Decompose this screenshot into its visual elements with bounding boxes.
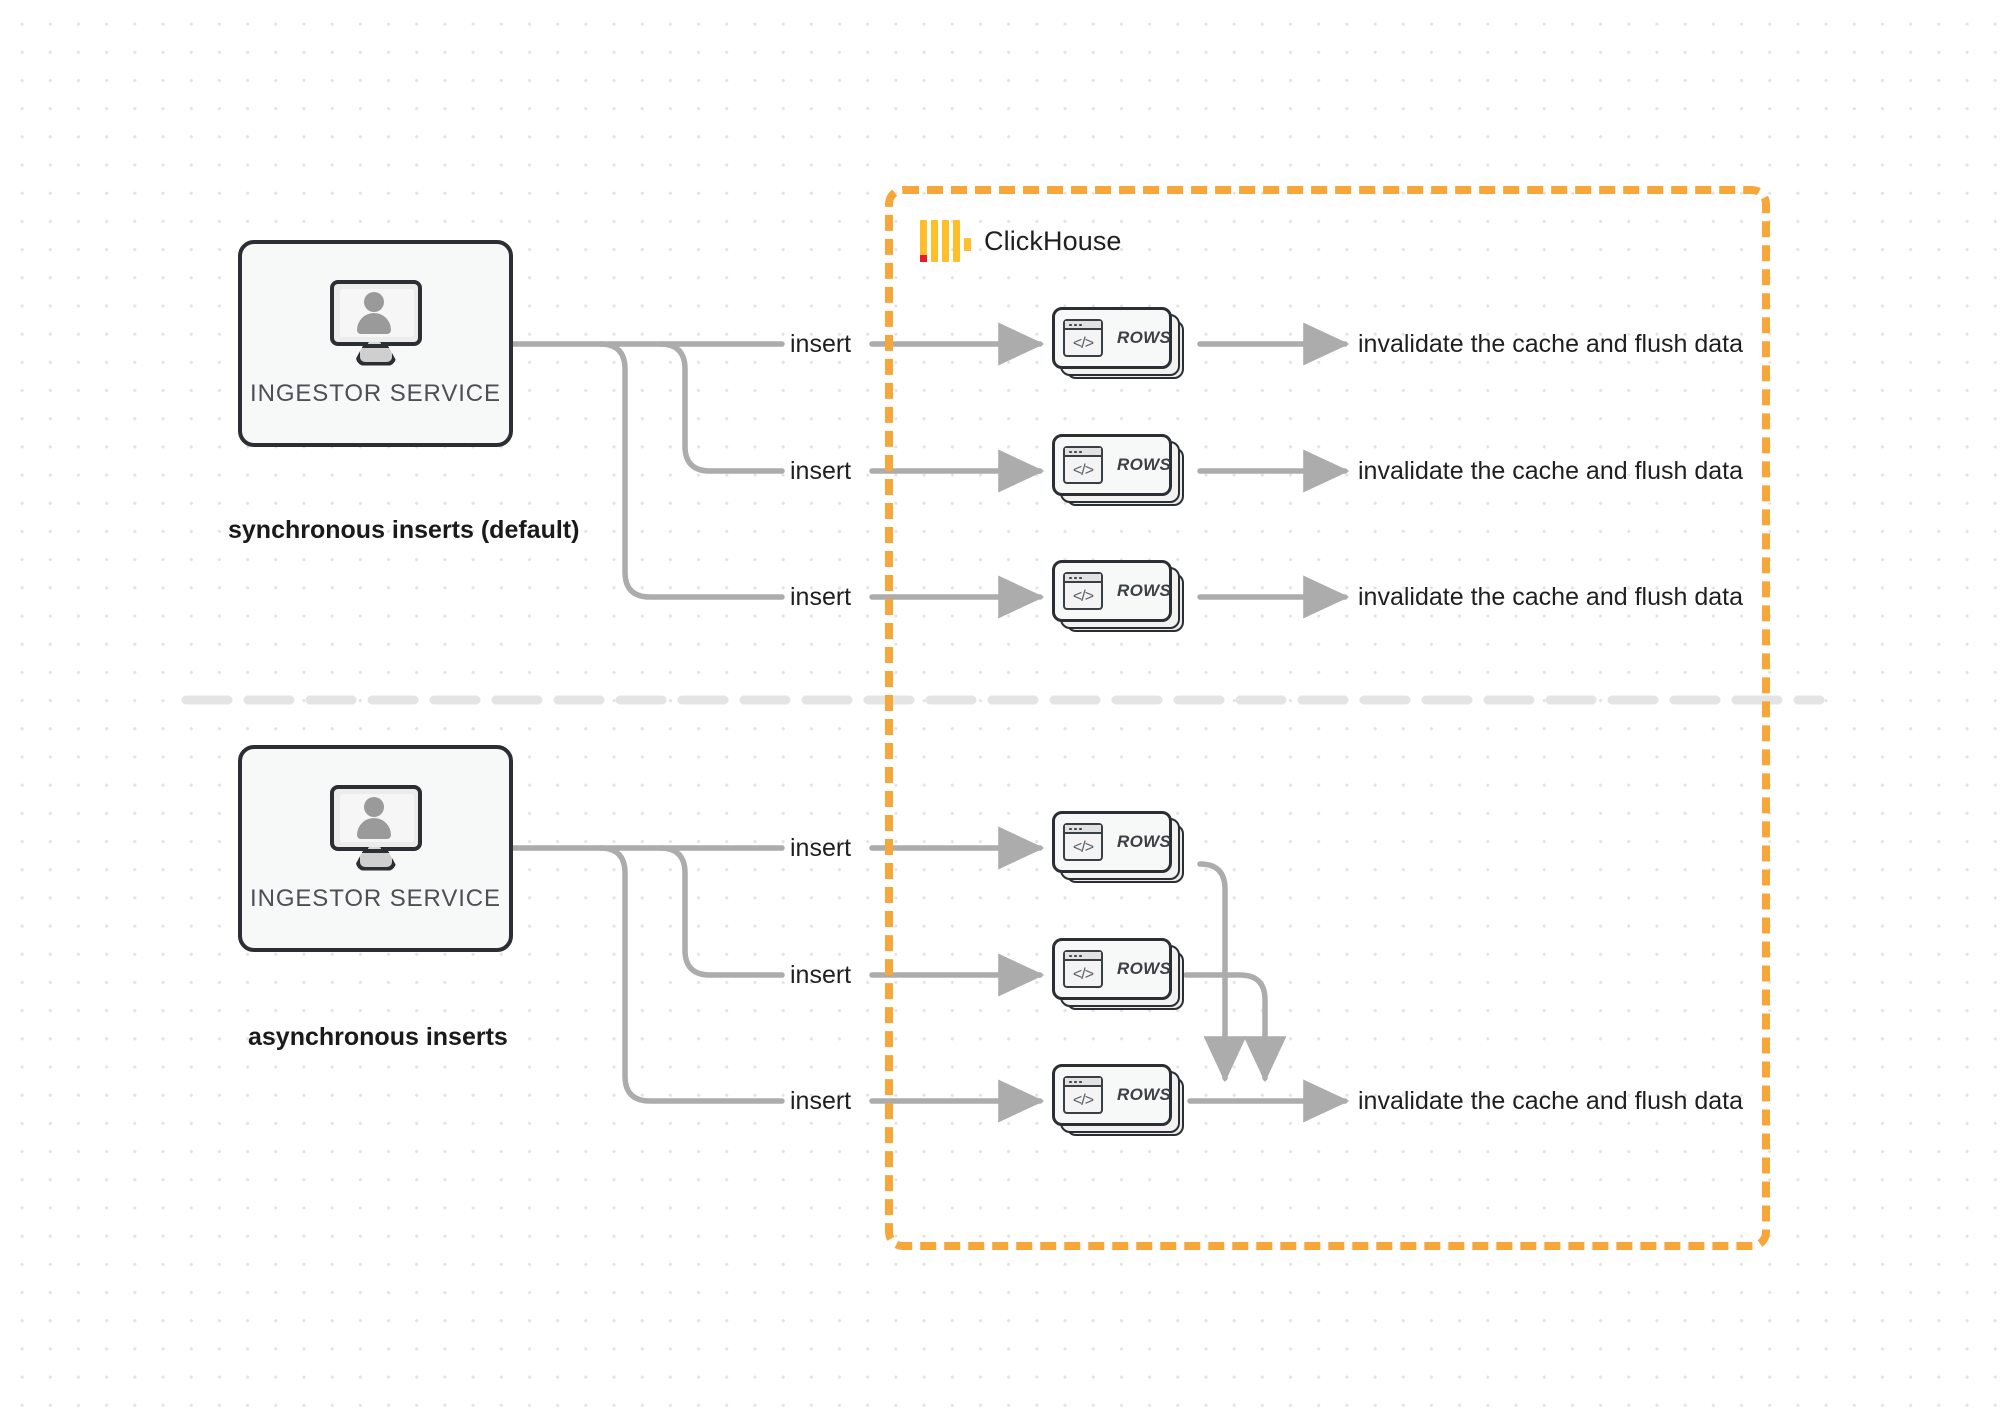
insert-label-async-3: insert bbox=[790, 1087, 852, 1115]
rows-card-sync-1[interactable]: </> ROWS bbox=[1052, 307, 1186, 381]
code-window-icon: </> bbox=[1063, 950, 1103, 988]
rows-card-label: ROWS bbox=[1117, 959, 1172, 978]
flush-label-sync-1: invalidate the cache and flush data bbox=[1358, 330, 1743, 358]
wire-async-branch-2 bbox=[657, 845, 785, 978]
code-window-icon: </> bbox=[1063, 823, 1103, 861]
clickhouse-logo-icon bbox=[920, 220, 971, 262]
insert-label-sync-3: insert bbox=[790, 583, 852, 611]
flush-label-sync-2: invalidate the cache and flush data bbox=[1358, 457, 1743, 485]
code-window-icon: </> bbox=[1063, 446, 1103, 484]
clickhouse-boundary bbox=[885, 186, 1770, 1250]
flush-label-async-merged: invalidate the cache and flush data bbox=[1358, 1087, 1743, 1115]
insert-label-sync-2: insert bbox=[790, 457, 852, 485]
service-label-sync: INGESTOR SERVICE bbox=[250, 379, 501, 407]
code-window-icon: </> bbox=[1063, 572, 1103, 610]
monitor-user-icon bbox=[329, 784, 422, 871]
rows-card-sync-3[interactable]: </> ROWS bbox=[1052, 560, 1186, 634]
mode-label-sync: synchronous inserts (default) bbox=[228, 516, 580, 544]
insert-label-async-1: insert bbox=[790, 834, 852, 862]
wire-sync-branch-3 bbox=[597, 341, 785, 600]
rows-card-label: ROWS bbox=[1117, 1085, 1172, 1104]
rows-card-sync-2[interactable]: </> ROWS bbox=[1052, 434, 1186, 508]
sidebar-item-ingestor-service-sync[interactable]: INGESTOR SERVICE bbox=[238, 240, 513, 447]
rows-card-async-3[interactable]: </> ROWS bbox=[1052, 1064, 1186, 1138]
wire-async-branch-3 bbox=[597, 845, 785, 1104]
rows-card-label: ROWS bbox=[1117, 455, 1172, 474]
rows-card-async-1[interactable]: </> ROWS bbox=[1052, 811, 1186, 885]
insert-label-sync-1: insert bbox=[790, 330, 852, 358]
flush-label-sync-3: invalidate the cache and flush data bbox=[1358, 583, 1743, 611]
rows-card-label: ROWS bbox=[1117, 328, 1172, 347]
monitor-user-icon bbox=[329, 279, 422, 366]
clickhouse-brand: ClickHouse bbox=[920, 220, 1122, 262]
service-label-async: INGESTOR SERVICE bbox=[250, 884, 501, 912]
rows-card-async-2[interactable]: </> ROWS bbox=[1052, 938, 1186, 1012]
code-window-icon: </> bbox=[1063, 319, 1103, 357]
insert-label-async-2: insert bbox=[790, 961, 852, 989]
mode-label-async: asynchronous inserts bbox=[248, 1023, 508, 1051]
sidebar-item-ingestor-service-async[interactable]: INGESTOR SERVICE bbox=[238, 745, 513, 952]
rows-card-label: ROWS bbox=[1117, 832, 1172, 851]
code-window-icon: </> bbox=[1063, 1076, 1103, 1114]
clickhouse-label: ClickHouse bbox=[984, 225, 1122, 256]
rows-card-label: ROWS bbox=[1117, 581, 1172, 600]
wire-sync-branch-2 bbox=[657, 341, 785, 474]
